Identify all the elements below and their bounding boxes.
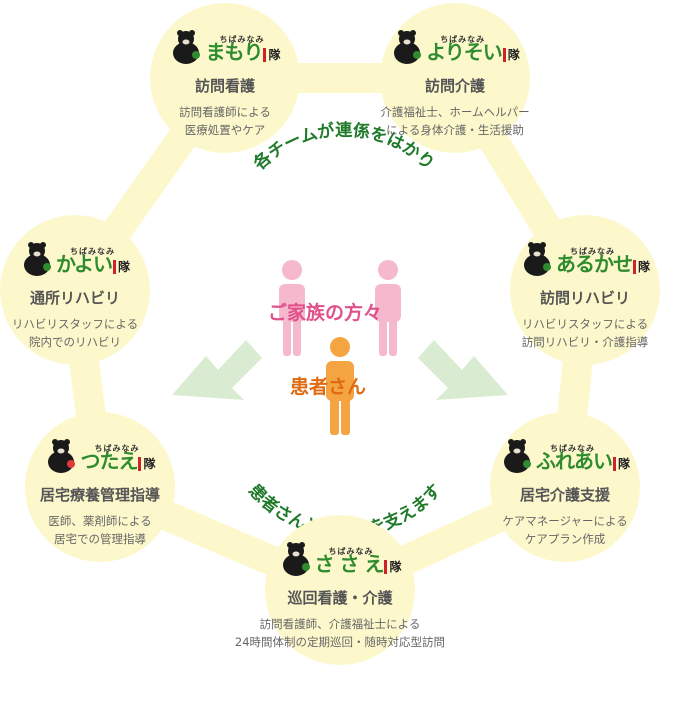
team-prefix: ちばみなみ bbox=[328, 547, 374, 556]
description-line: 訪問看護師による bbox=[179, 105, 271, 119]
description-line: 医療処置やケア bbox=[184, 123, 266, 137]
team-suffix: 隊 bbox=[612, 457, 630, 471]
team-logo: ちばみなみ つたえ隊 bbox=[25, 430, 175, 474]
team-name: さ さ え bbox=[314, 552, 385, 576]
service-title: 巡回看護・介護 bbox=[287, 589, 393, 607]
service-description: 介護福祉士、ホームヘルパーによる身体介護・生活援助 bbox=[340, 103, 570, 139]
description-line: 医師、薬剤師による bbox=[48, 514, 152, 528]
service-description: 訪問看護師、介護福祉士による 24時間体制の定期巡回・随時対応型訪問 bbox=[225, 615, 455, 651]
service-description: 訪問看護師による医療処置やケア bbox=[110, 103, 340, 139]
bear-with-green-cap-icon bbox=[173, 30, 201, 64]
team-suffix: 隊 bbox=[632, 260, 650, 274]
team-node-6: ちばみなみ つたえ隊 居宅療養管理指導 医師、薬剤師による居宅での管理指導 bbox=[25, 412, 175, 562]
team-logo: ちばみなみ まもり隊 bbox=[150, 21, 300, 65]
team-name: まもり bbox=[205, 40, 263, 64]
team-logo: ちばみなみ さ さ え隊 bbox=[265, 533, 415, 577]
description-line: 訪問リハビリ・介護指導 bbox=[521, 335, 649, 349]
arrow-left-icon bbox=[172, 340, 262, 400]
team-suffix: 隊 bbox=[502, 48, 520, 62]
team-suffix: 隊 bbox=[138, 457, 156, 471]
arrow-right-icon bbox=[418, 340, 508, 400]
team-suffix: 隊 bbox=[384, 560, 402, 574]
team-suffix: 隊 bbox=[112, 260, 130, 274]
team-prefix: ちばみなみ bbox=[440, 35, 486, 44]
description-line: 24時間体制の定期巡回・随時対応型訪問 bbox=[234, 635, 446, 649]
bear-sitting-icon bbox=[23, 242, 51, 276]
team-name: あるかせ bbox=[555, 252, 633, 276]
bear-holding-hands-icon bbox=[394, 30, 422, 64]
team-prefix: ちばみなみ bbox=[569, 247, 615, 256]
patient-figure-icon bbox=[326, 337, 354, 435]
team-node-1: ちばみなみ まもり隊 訪問看護 訪問看護師による医療処置やケア bbox=[150, 3, 300, 153]
bear-with-flower-icon bbox=[48, 439, 76, 473]
description-line: 訪問看護師、介護福祉士による bbox=[259, 617, 421, 631]
service-description: リハビリスタッフによる院内でのリハビリ bbox=[0, 315, 190, 351]
team-logo: ちばみなみ ふれあい隊 bbox=[490, 430, 640, 474]
description-line: による身体介護・生活援助 bbox=[386, 123, 524, 137]
description-line: ケアマネージャーによる bbox=[502, 514, 628, 528]
description-line: ケアプラン作成 bbox=[524, 532, 606, 546]
team-node-4: ちばみなみ ふれあい隊 居宅介護支援 ケアマネージャーによるケアプラン作成 bbox=[490, 412, 640, 562]
patient-label: 患者さん bbox=[290, 376, 367, 398]
service-title: 訪問リハビリ bbox=[539, 289, 630, 307]
service-description: リハビリスタッフによる訪問リハビリ・介護指導 bbox=[470, 315, 680, 351]
bear-with-green-hat-icon bbox=[503, 439, 531, 473]
team-logo: ちばみなみ あるかせ隊 bbox=[510, 233, 660, 277]
service-description: 医師、薬剤師による居宅での管理指導 bbox=[0, 512, 215, 548]
team-prefix: ちばみなみ bbox=[219, 35, 265, 44]
bear-walking-icon bbox=[523, 242, 551, 276]
team-prefix: ちばみなみ bbox=[549, 444, 595, 453]
description-line: リハビリスタッフによる bbox=[521, 317, 649, 331]
service-title: 通所リハビリ bbox=[29, 289, 120, 307]
team-prefix: ちばみなみ bbox=[94, 444, 140, 453]
service-title: 居宅療養管理指導 bbox=[39, 486, 160, 504]
service-title: 訪問介護 bbox=[424, 77, 485, 95]
description-line: 居宅での管理指導 bbox=[54, 532, 146, 546]
team-node-5: ちばみなみ さ さ え隊 巡回看護・介護 訪問看護師、介護福祉士による 24時間体… bbox=[235, 515, 445, 665]
service-description: ケアマネージャーによるケアプラン作成 bbox=[450, 512, 680, 548]
family-label: ご家族の方々 bbox=[268, 302, 383, 324]
team-prefix: ちばみなみ bbox=[69, 247, 115, 256]
bear-with-green-shirt-icon bbox=[282, 542, 310, 576]
team-name: つたえ bbox=[80, 449, 138, 473]
team-name: よりそい bbox=[426, 40, 503, 64]
team-logo: ちばみなみ よりそい隊 bbox=[380, 21, 530, 65]
service-title: 居宅介護支援 bbox=[519, 486, 610, 504]
team-node-3: ちばみなみ あるかせ隊 訪問リハビリ リハビリスタッフによる訪問リハビリ・介護指… bbox=[510, 215, 660, 365]
team-name: ふれあい bbox=[535, 449, 613, 473]
team-name: かよい bbox=[55, 252, 113, 276]
team-node-2: ちばみなみ よりそい隊 訪問介護 介護福祉士、ホームヘルパーによる身体介護・生活… bbox=[380, 3, 530, 153]
team-logo: ちばみなみ かよい隊 bbox=[0, 233, 150, 277]
description-line: 院内でのリハビリ bbox=[29, 335, 121, 349]
description-line: 介護福祉士、ホームヘルパー bbox=[380, 105, 530, 119]
description-line: リハビリスタッフによる bbox=[11, 317, 139, 331]
team-node-7: ちばみなみ かよい隊 通所リハビリ リハビリスタッフによる院内でのリハビリ bbox=[0, 215, 150, 365]
family-figures-icon bbox=[279, 260, 401, 356]
service-title: 訪問看護 bbox=[194, 77, 255, 95]
team-suffix: 隊 bbox=[263, 48, 281, 62]
